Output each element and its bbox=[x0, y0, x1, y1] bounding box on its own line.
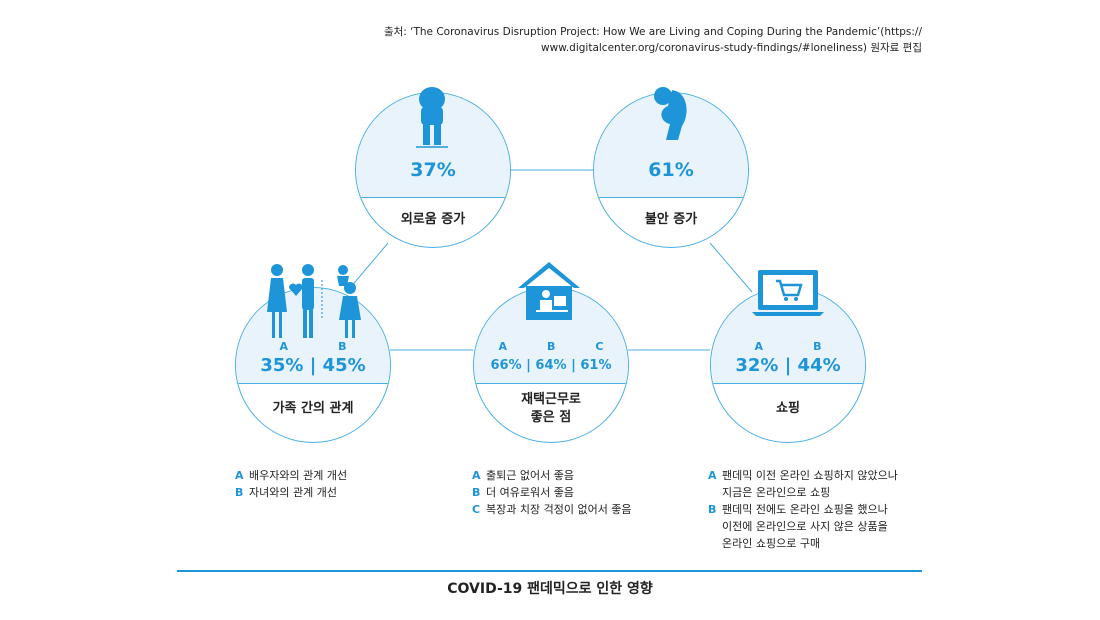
source-citation: 출처: ‘The Coronavirus Disruption Project:… bbox=[384, 24, 922, 56]
remote-label: 재택근무로 좋은 점 bbox=[474, 391, 628, 427]
legend-key: A bbox=[472, 469, 481, 482]
key-a: A bbox=[498, 340, 508, 353]
family-label: 가족 간의 관계 bbox=[272, 401, 354, 416]
legend-shopping: A 팬데믹 이전 온라인 쇼핑하지 않았으나 지금은 온라인으로 쇼핑 B 팬데믹 … bbox=[708, 467, 898, 552]
legend-key: A bbox=[708, 469, 717, 482]
legend-key: B bbox=[472, 486, 481, 499]
legend-text: 이전에 온라인으로 사지 않은 상품을 bbox=[722, 520, 888, 533]
legend-text: 자녀와의 관계 개선 bbox=[249, 486, 337, 499]
footer-title: COVID-19 팬데믹으로 인한 영향 bbox=[447, 581, 653, 597]
family-icon bbox=[267, 264, 361, 338]
legend-text: 출퇴근 없어서 좋음 bbox=[486, 469, 574, 482]
family-value: 35% | 45% bbox=[260, 355, 366, 376]
legend-item: B 팬데믹 전에도 온라인 쇼핑을 했으나 bbox=[708, 501, 898, 518]
key-b: B bbox=[547, 340, 556, 353]
crouching-person-icon bbox=[654, 87, 687, 140]
legend-text: 팬데믹 전에도 온라인 쇼핑을 했으나 bbox=[722, 503, 888, 516]
loneliness-label: 외로움 증가 bbox=[400, 212, 466, 227]
remote-value: 66% | 64% | 61% bbox=[490, 358, 612, 373]
legend-item: B 더 여유로워서 좋음 bbox=[472, 484, 632, 501]
anxiety-value: 61% bbox=[648, 159, 694, 181]
legend-item: A 팬데믹 이전 온라인 쇼핑하지 않았으나 bbox=[708, 467, 898, 484]
legend-key: A bbox=[235, 469, 244, 482]
legend-text: 지금은 온라인으로 쇼핑 bbox=[722, 486, 831, 499]
connector-loneliness-family bbox=[349, 242, 389, 289]
sad-person-icon bbox=[416, 87, 448, 148]
legend-item: A 출퇴근 없어서 좋음 bbox=[472, 467, 632, 484]
key-b: B bbox=[813, 340, 822, 353]
legend-key: B bbox=[708, 503, 717, 516]
footer-divider bbox=[177, 570, 922, 572]
connector-anxiety-shopping bbox=[709, 242, 753, 293]
source-line-1: 출처: ‘The Coronavirus Disruption Project:… bbox=[383, 26, 922, 38]
legend-item: B 자녀와의 관계 개선 bbox=[235, 484, 347, 501]
legend-text: 팬데믹 이전 온라인 쇼핑하지 않았으나 bbox=[722, 469, 898, 482]
key-b: B bbox=[338, 340, 347, 353]
shopping-label: 쇼핑 bbox=[776, 401, 800, 416]
key-a: A bbox=[279, 340, 289, 353]
legend-key: B bbox=[235, 486, 244, 499]
source-line-2: www.digitalcenter.org/coronavirus-study-… bbox=[541, 42, 922, 54]
legend-text: 복장과 치장 걱정이 없어서 좋음 bbox=[486, 503, 632, 516]
legend-key: C bbox=[472, 503, 481, 516]
key-c: C bbox=[595, 340, 604, 353]
home-office-icon bbox=[518, 262, 580, 320]
remote-keys: A B C bbox=[474, 340, 628, 353]
remote-label-line-2: 좋은 점 bbox=[530, 410, 572, 425]
legend-text: 온라인 쇼핑으로 구매 bbox=[722, 537, 821, 550]
loneliness-value: 37% bbox=[410, 159, 456, 181]
key-a: A bbox=[754, 340, 764, 353]
shopping-value: 32% | 44% bbox=[735, 355, 841, 376]
legend-item: C 복장과 치장 걱정이 없어서 좋음 bbox=[472, 501, 632, 518]
anxiety-label: 불안 증가 bbox=[644, 212, 698, 227]
legend-family: A 배우자와의 관계 개선 B 자녀와의 관계 개선 bbox=[235, 467, 347, 501]
legend-remote: A 출퇴근 없어서 좋음 B 더 여유로워서 좋음 C 복장과 치장 걱정이 없어서 … bbox=[472, 467, 632, 518]
legend-text: 배우자와의 관계 개선 bbox=[249, 469, 348, 482]
legend-text: 더 여유로워서 좋음 bbox=[486, 486, 574, 499]
laptop-cart-icon bbox=[752, 270, 824, 316]
remote-label-line-1: 재택근무로 bbox=[521, 392, 581, 407]
legend-item: A 배우자와의 관계 개선 bbox=[235, 467, 347, 484]
